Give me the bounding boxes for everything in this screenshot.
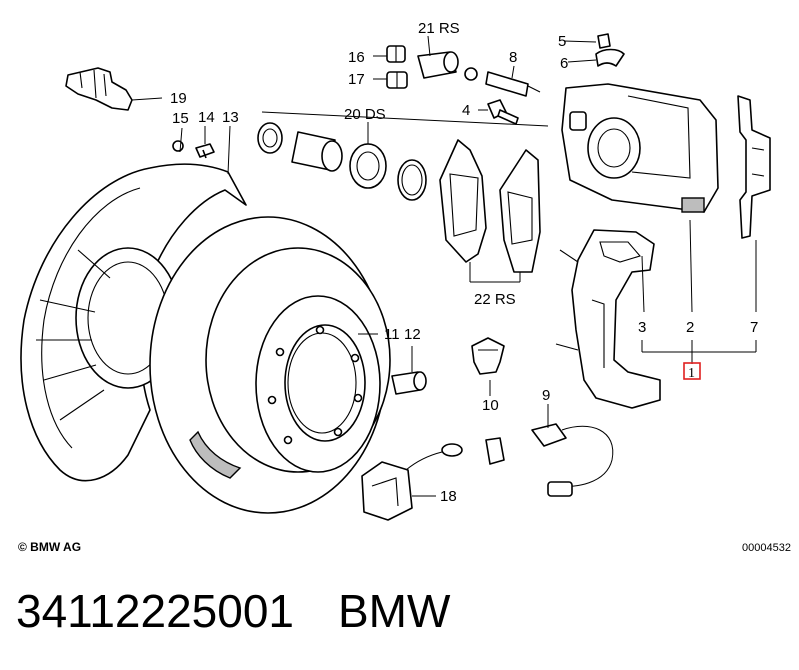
sensor-holder-18 — [361, 443, 463, 521]
callout-8: 8 — [509, 49, 517, 66]
bushing-set-21 — [417, 51, 478, 81]
cap-16 — [386, 45, 406, 63]
screw-14 — [195, 143, 215, 159]
callout-14: 14 — [198, 109, 215, 126]
callout-labels: 19 15 14 13 16 17 21 RS 8 4 5 6 20 DS 22… — [170, 20, 758, 505]
callout-12: 12 — [404, 326, 421, 343]
caption: 34112225001 BMW — [16, 584, 450, 638]
callout-22: 22 RS — [474, 291, 516, 308]
callout-11: 11 — [384, 326, 400, 343]
guide-pin-8 — [485, 71, 541, 97]
bleed-screw-5 — [597, 33, 611, 49]
bracket-19 — [65, 67, 133, 111]
callout-1: 1 — [688, 366, 695, 381]
catalog-number: 00004532 — [742, 542, 791, 554]
callout-6: 6 — [560, 55, 568, 72]
callout-21: 21 RS — [418, 20, 460, 37]
callout-2: 2 — [686, 319, 694, 336]
callout-13: 13 — [222, 109, 239, 126]
callout-10: 10 — [482, 397, 499, 414]
brake-pads-22 — [439, 139, 541, 273]
callout-3: 3 — [638, 319, 646, 336]
brand-name: BMW — [338, 585, 451, 637]
wheel-bolt-12 — [391, 371, 427, 395]
callout-4: 4 — [462, 102, 470, 119]
washer-15 — [172, 140, 184, 152]
callout-9: 9 — [542, 387, 550, 404]
callout-7: 7 — [750, 319, 758, 336]
callout-17: 17 — [348, 71, 365, 88]
callout-5: 5 — [558, 33, 566, 50]
leader-lines — [131, 35, 757, 497]
callout-20: 20 DS — [344, 106, 386, 123]
callout-19: 19 — [170, 90, 187, 107]
callout-16: 16 — [348, 49, 365, 66]
wear-sensor-9 — [531, 423, 614, 497]
cap-17 — [386, 71, 408, 89]
brake-disc — [149, 216, 391, 514]
bolt-4 — [487, 99, 519, 125]
bleeder-cap-6 — [595, 48, 625, 67]
callout-18: 18 — [440, 488, 457, 505]
copyright-notice: © BMW AG — [18, 540, 82, 554]
brake-caliper — [561, 83, 719, 213]
anti-rattle-spring-7 — [737, 95, 771, 239]
piston-seal-kit-20 — [257, 122, 427, 201]
clip-10 — [471, 337, 505, 465]
callout-15: 15 — [172, 110, 189, 127]
caliper-carrier-3 — [555, 229, 661, 409]
highlight-box — [683, 362, 701, 380]
part-number: 34112225001 — [16, 585, 294, 637]
